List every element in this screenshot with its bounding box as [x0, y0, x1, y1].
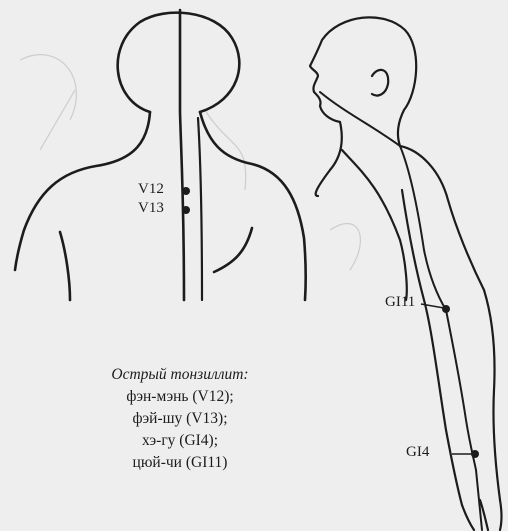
side-shoulder [400, 146, 484, 290]
caption-line: цюй-чи (GI11) [60, 452, 300, 474]
side-ear [372, 70, 388, 96]
point-v13-label: V13 [138, 200, 164, 217]
back-view-figure [15, 10, 306, 300]
caption-line: хэ-гу (GI4); [60, 430, 300, 452]
point-v13-marker [182, 206, 190, 214]
caption-line: фэн-мэнь (V12); [60, 386, 300, 408]
point-v12-label: V12 [138, 181, 164, 198]
side-arm-back [484, 290, 500, 500]
side-torso [342, 150, 407, 300]
caption-line: фэй-шу (V13); [60, 408, 300, 430]
point-v12-marker [182, 187, 190, 195]
caption-title: Острый тонзиллит: [60, 364, 300, 386]
point-gi11-marker [442, 305, 450, 313]
back-head [118, 13, 240, 112]
point-gi4-label: GI4 [406, 444, 429, 461]
point-gi11-label: GI11 [385, 294, 415, 311]
side-head [310, 17, 416, 146]
back-left-shoulder [15, 112, 150, 270]
caption: Острый тонзиллит: фэн-мэнь (V12); фэй-шу… [60, 364, 300, 474]
back-midline [180, 10, 184, 300]
background-sketch [20, 55, 360, 270]
back-left-side [60, 232, 70, 300]
bladder-channel-line [198, 118, 202, 300]
side-neck [316, 122, 342, 196]
back-scapula [214, 228, 252, 272]
large-intestine-channel-line [320, 92, 482, 530]
point-gi4-marker [471, 450, 479, 458]
